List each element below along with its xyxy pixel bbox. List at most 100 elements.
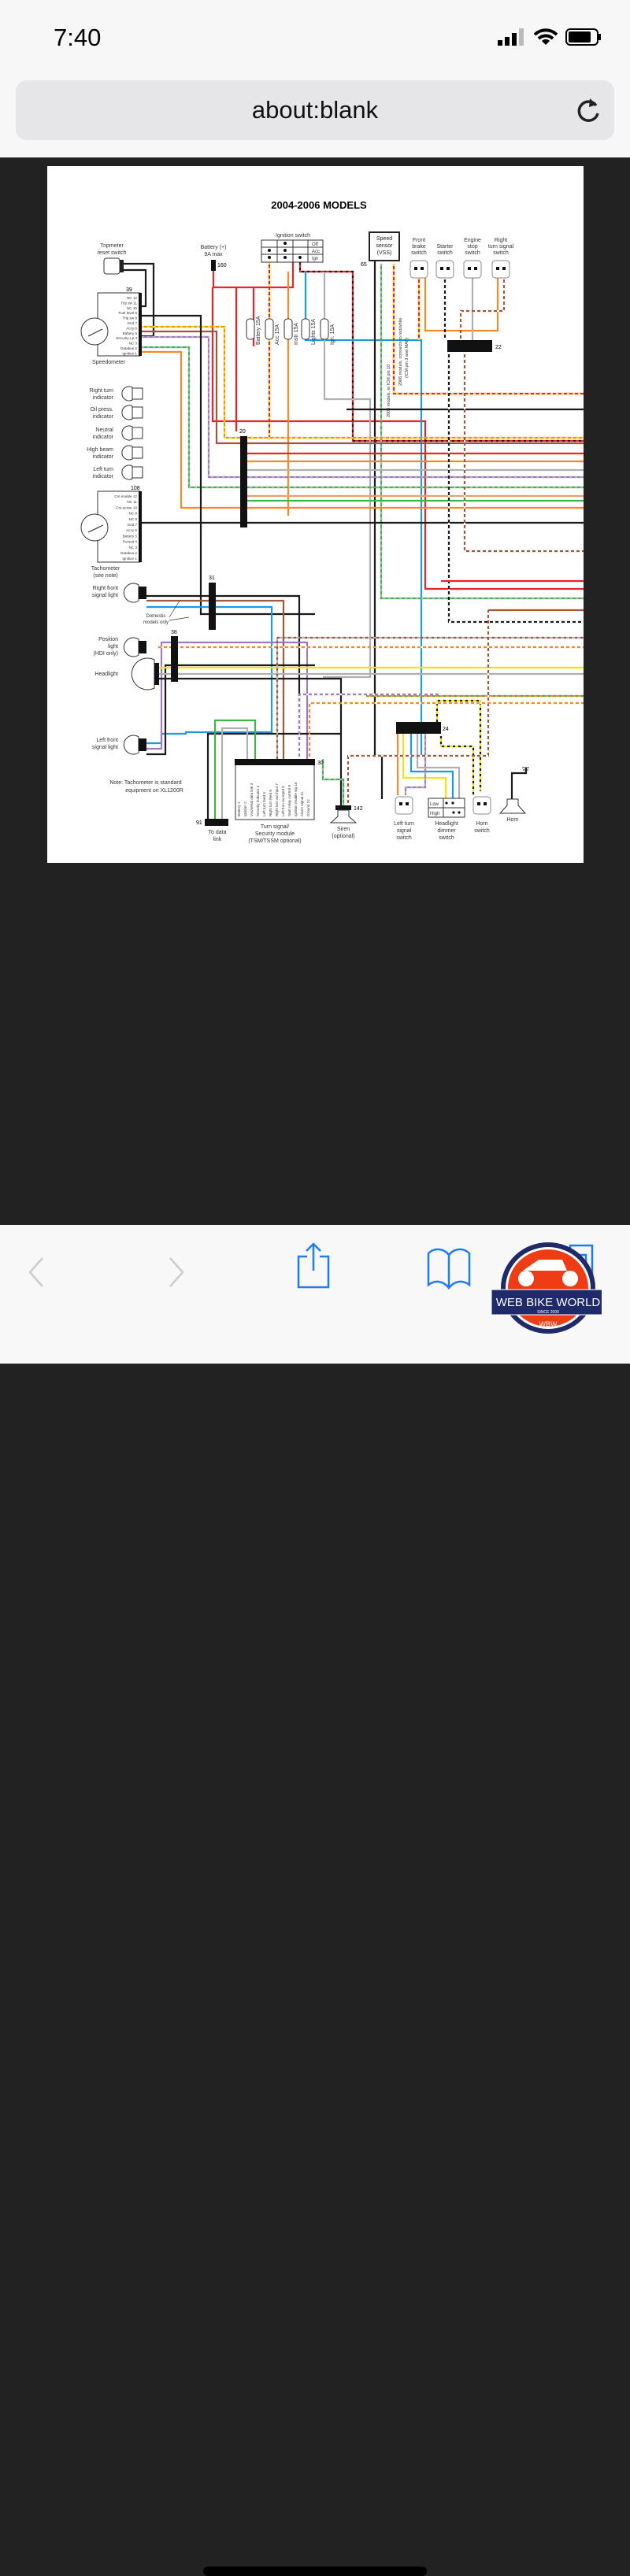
indicator-label: indicator (93, 454, 114, 460)
connector-24-label: 24 (443, 727, 449, 732)
tachometer-gauge (80, 513, 109, 542)
light-label: signal light (92, 745, 118, 750)
indicator-label: Neutral (95, 427, 113, 433)
light-label: light (108, 644, 118, 650)
connector-31-label: 31 (209, 576, 215, 581)
fuse-icon (246, 318, 255, 340)
light-label: signal light (92, 593, 118, 598)
indicator-label: Left turn (93, 467, 113, 472)
switch-label: stop (467, 244, 477, 250)
signal-light-icon (123, 583, 139, 603)
tsm-pin: Ignition enable sig 10 (294, 782, 298, 816)
speedometer-pin: NC 12 (127, 296, 137, 300)
note-text-2: equipment on XL1200R (125, 788, 183, 794)
wire (206, 732, 341, 819)
connector-31 (209, 583, 216, 630)
tachometer-label-2: (see note) (93, 573, 118, 579)
battery-label-2: 9A max (204, 252, 223, 257)
tachometer-pin: NC 11 (127, 500, 137, 504)
speedometer-pin: Trip sw 11 (120, 301, 137, 305)
connector-91 (205, 819, 228, 826)
wire-stripe (439, 736, 475, 795)
tsm-pin: Ground 12 (306, 799, 310, 816)
wire-stripe (392, 264, 584, 395)
tachometer-pin: NC 8 (129, 517, 138, 521)
wire-stripe (380, 264, 584, 600)
speedometer-pin: Fuel level 9 (119, 311, 138, 315)
wire-stripe (321, 759, 345, 805)
indicator-label: indicator (93, 474, 114, 479)
wire-stripe (346, 610, 490, 805)
indicator-label: High beam (87, 447, 113, 453)
dimmer-label: Headlight (435, 821, 458, 827)
speedometer-gauge (80, 317, 109, 346)
tachometer-pin: Pursuit 4 (123, 540, 138, 544)
wire (146, 664, 315, 756)
horn-icon (498, 798, 527, 814)
reload-icon[interactable] (575, 96, 602, 124)
switch-label: switch (474, 828, 490, 834)
home-indicator[interactable] (203, 2567, 427, 2576)
bookmarks-icon[interactable] (427, 1247, 471, 1290)
ignition-switch-label: Ignition switch (276, 233, 310, 239)
switch-label: switch (411, 250, 427, 256)
diagram-title: 2004-2006 MODELS (271, 199, 367, 211)
switch-label: switch (493, 250, 509, 256)
handlebar-switch (395, 796, 413, 815)
connector-20-label: 20 (239, 429, 246, 435)
url-text[interactable]: about:blank (251, 96, 379, 124)
signal-light-icon (123, 637, 139, 657)
tachometer-pin: Crs active 10 (116, 505, 137, 509)
speedometer-pin: Battery 5 (123, 331, 138, 335)
ign-pos-acc: Acc (312, 250, 320, 254)
connector-22 (447, 340, 492, 352)
tsm-pin: Ignition 2 (243, 801, 247, 816)
tachometer-label: Tachometer (91, 566, 120, 572)
light-label: Position (98, 637, 118, 642)
forward-icon[interactable] (167, 1257, 186, 1288)
connector-38-label: 38 (171, 630, 177, 635)
tsm-pin: Start relay control 9 (287, 785, 291, 816)
siren-label: Siren (337, 827, 350, 832)
wire (380, 264, 584, 600)
wire (392, 264, 584, 395)
switch-label: Engine (464, 238, 481, 243)
data-link-label: To data (209, 830, 227, 835)
wire-stripe (308, 701, 584, 759)
tripmeter-label-2: reset switch (98, 250, 127, 256)
speed-note-1: 2006 models, to ICM pin 10 (387, 365, 391, 417)
fuse-icon (301, 318, 310, 340)
switch-label: Horn (476, 821, 487, 827)
wire-stripe (298, 262, 584, 442)
wire-stripe (142, 346, 584, 489)
speedometer-pin: Accy 6 (126, 326, 137, 330)
siren-icon (329, 809, 358, 824)
speedometer-label: Speedometer (92, 360, 126, 365)
wire (220, 727, 249, 819)
wire-stripe (459, 277, 506, 340)
switch-label: switch (465, 250, 480, 256)
wire (276, 636, 584, 759)
wire-stripe (276, 636, 584, 759)
address-bar[interactable]: about:blank (16, 80, 614, 140)
connector-20 (240, 436, 247, 527)
wire (435, 699, 482, 791)
switch-label: switch (437, 250, 453, 256)
indicator-label: indicator (93, 435, 114, 440)
tachometer-pin: Accy 6 (126, 528, 137, 532)
signal-light-icon (123, 735, 139, 755)
note-text: Note: Tachometer is standard (109, 780, 181, 786)
tachometer-pin: Crs enable 12 (114, 494, 137, 498)
indicator-bulb-icon (121, 425, 133, 441)
share-icon[interactable] (296, 1242, 331, 1290)
indicator-label: Oil press. (90, 407, 113, 413)
headlight-icon (131, 657, 155, 690)
connector-160: 160 (217, 263, 227, 268)
data-link-label-2: link (213, 837, 222, 842)
back-icon[interactable] (27, 1257, 46, 1288)
connector-39-label: 39 (126, 287, 132, 293)
speedometer-pin: Trip sw 8 (123, 316, 138, 320)
handlebar-switch (410, 260, 428, 279)
wire (346, 610, 490, 805)
fuse-label: Instr 15A (294, 323, 299, 345)
